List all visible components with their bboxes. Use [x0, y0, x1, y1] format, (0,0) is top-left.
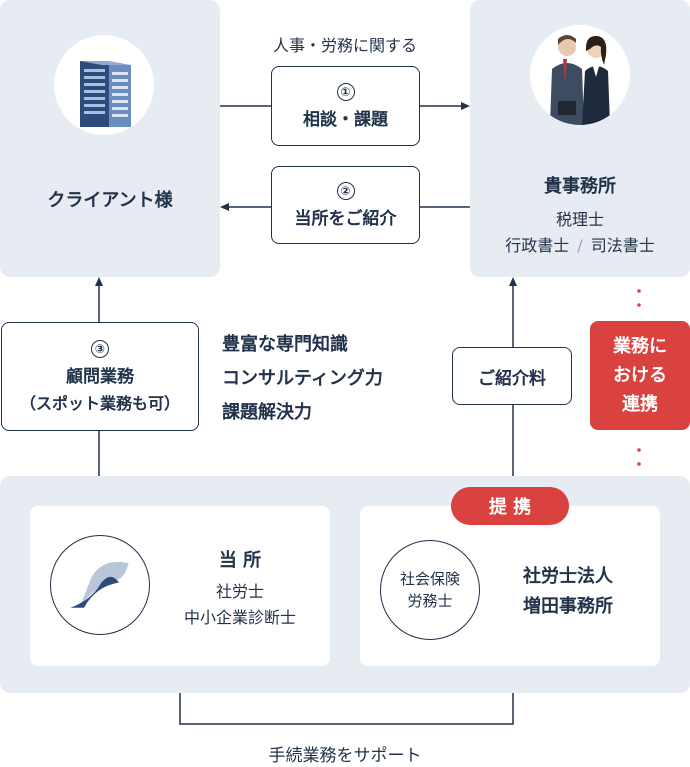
advisory-box: ③ 顧問業務 （スポット業務も可） — [1, 322, 199, 431]
office-title: 当 所 — [218, 550, 262, 571]
skills-list: 豊富な専門知識 コンサルティング力 課題解決力 — [222, 328, 383, 430]
sharoushi-emblem: 社会保険 労務士 — [380, 540, 480, 640]
office-line2: 中小企業診断士 — [183, 608, 296, 627]
business-people-icon — [530, 25, 630, 125]
arrow-head — [509, 277, 517, 286]
step1-number: ① — [336, 82, 355, 101]
partner-name-line2: 増田事務所 — [523, 596, 613, 617]
skill-item: コンサルティング力 — [222, 368, 383, 389]
partner-name: 社労士法人 増田事務所 — [488, 562, 648, 622]
arrow-head — [220, 203, 229, 211]
collab-line: 連携 — [622, 394, 658, 415]
firm-line2: 行政書士 / 司法書士 — [470, 232, 690, 256]
office-line1: 社労士 — [215, 582, 264, 601]
dot — [637, 289, 641, 293]
building-icon — [54, 35, 154, 135]
step2-label: 当所をご紹介 — [294, 208, 397, 229]
advisory-title: 顧問業務 — [66, 366, 134, 387]
teikei-badge: 提 携 — [451, 487, 569, 525]
client-label: クライアント様 — [47, 190, 173, 211]
collab-line: おける — [613, 365, 667, 386]
emblem-line1: 社会保険 — [399, 570, 460, 588]
step1-label: 相談・課題 — [303, 109, 388, 130]
firm-line2b: 司法書士 — [590, 236, 655, 255]
step1-box: ① 相談・課題 — [271, 66, 420, 146]
firm-line2a: 行政書士 — [505, 236, 570, 255]
step2-number: ② — [336, 181, 355, 200]
step3-number: ③ — [91, 339, 109, 358]
emblem-line2: 労務士 — [407, 592, 453, 610]
dot — [637, 448, 641, 452]
support-caption: 手続業務をサポート — [268, 746, 422, 766]
advisory-sub: （スポット業務も可） — [19, 393, 180, 413]
step2-box: ② 当所をご紹介 — [271, 166, 420, 244]
skill-item: 豊富な専門知識 — [222, 334, 348, 355]
flow-caption: 人事・労務に関する — [272, 36, 417, 55]
firm-title: 貴事務所 — [544, 176, 616, 197]
collab-line: 業務に — [613, 336, 667, 357]
arrow-head — [95, 277, 103, 286]
dot — [637, 303, 641, 307]
firm-line2sep: / — [577, 236, 583, 255]
partner-name-line1: 社労士法人 — [523, 566, 613, 587]
support-line — [179, 678, 514, 725]
skill-item: 課題解決力 — [222, 402, 312, 423]
collab-badge: 業務に おける 連携 — [590, 321, 690, 430]
dot — [637, 462, 641, 466]
fee-label: ご紹介料 — [478, 368, 546, 389]
firm-line1: 税理士 — [555, 210, 604, 229]
office-logo-icon — [50, 535, 150, 635]
arrow-head — [461, 102, 470, 110]
fee-box: ご紹介料 — [452, 347, 572, 405]
